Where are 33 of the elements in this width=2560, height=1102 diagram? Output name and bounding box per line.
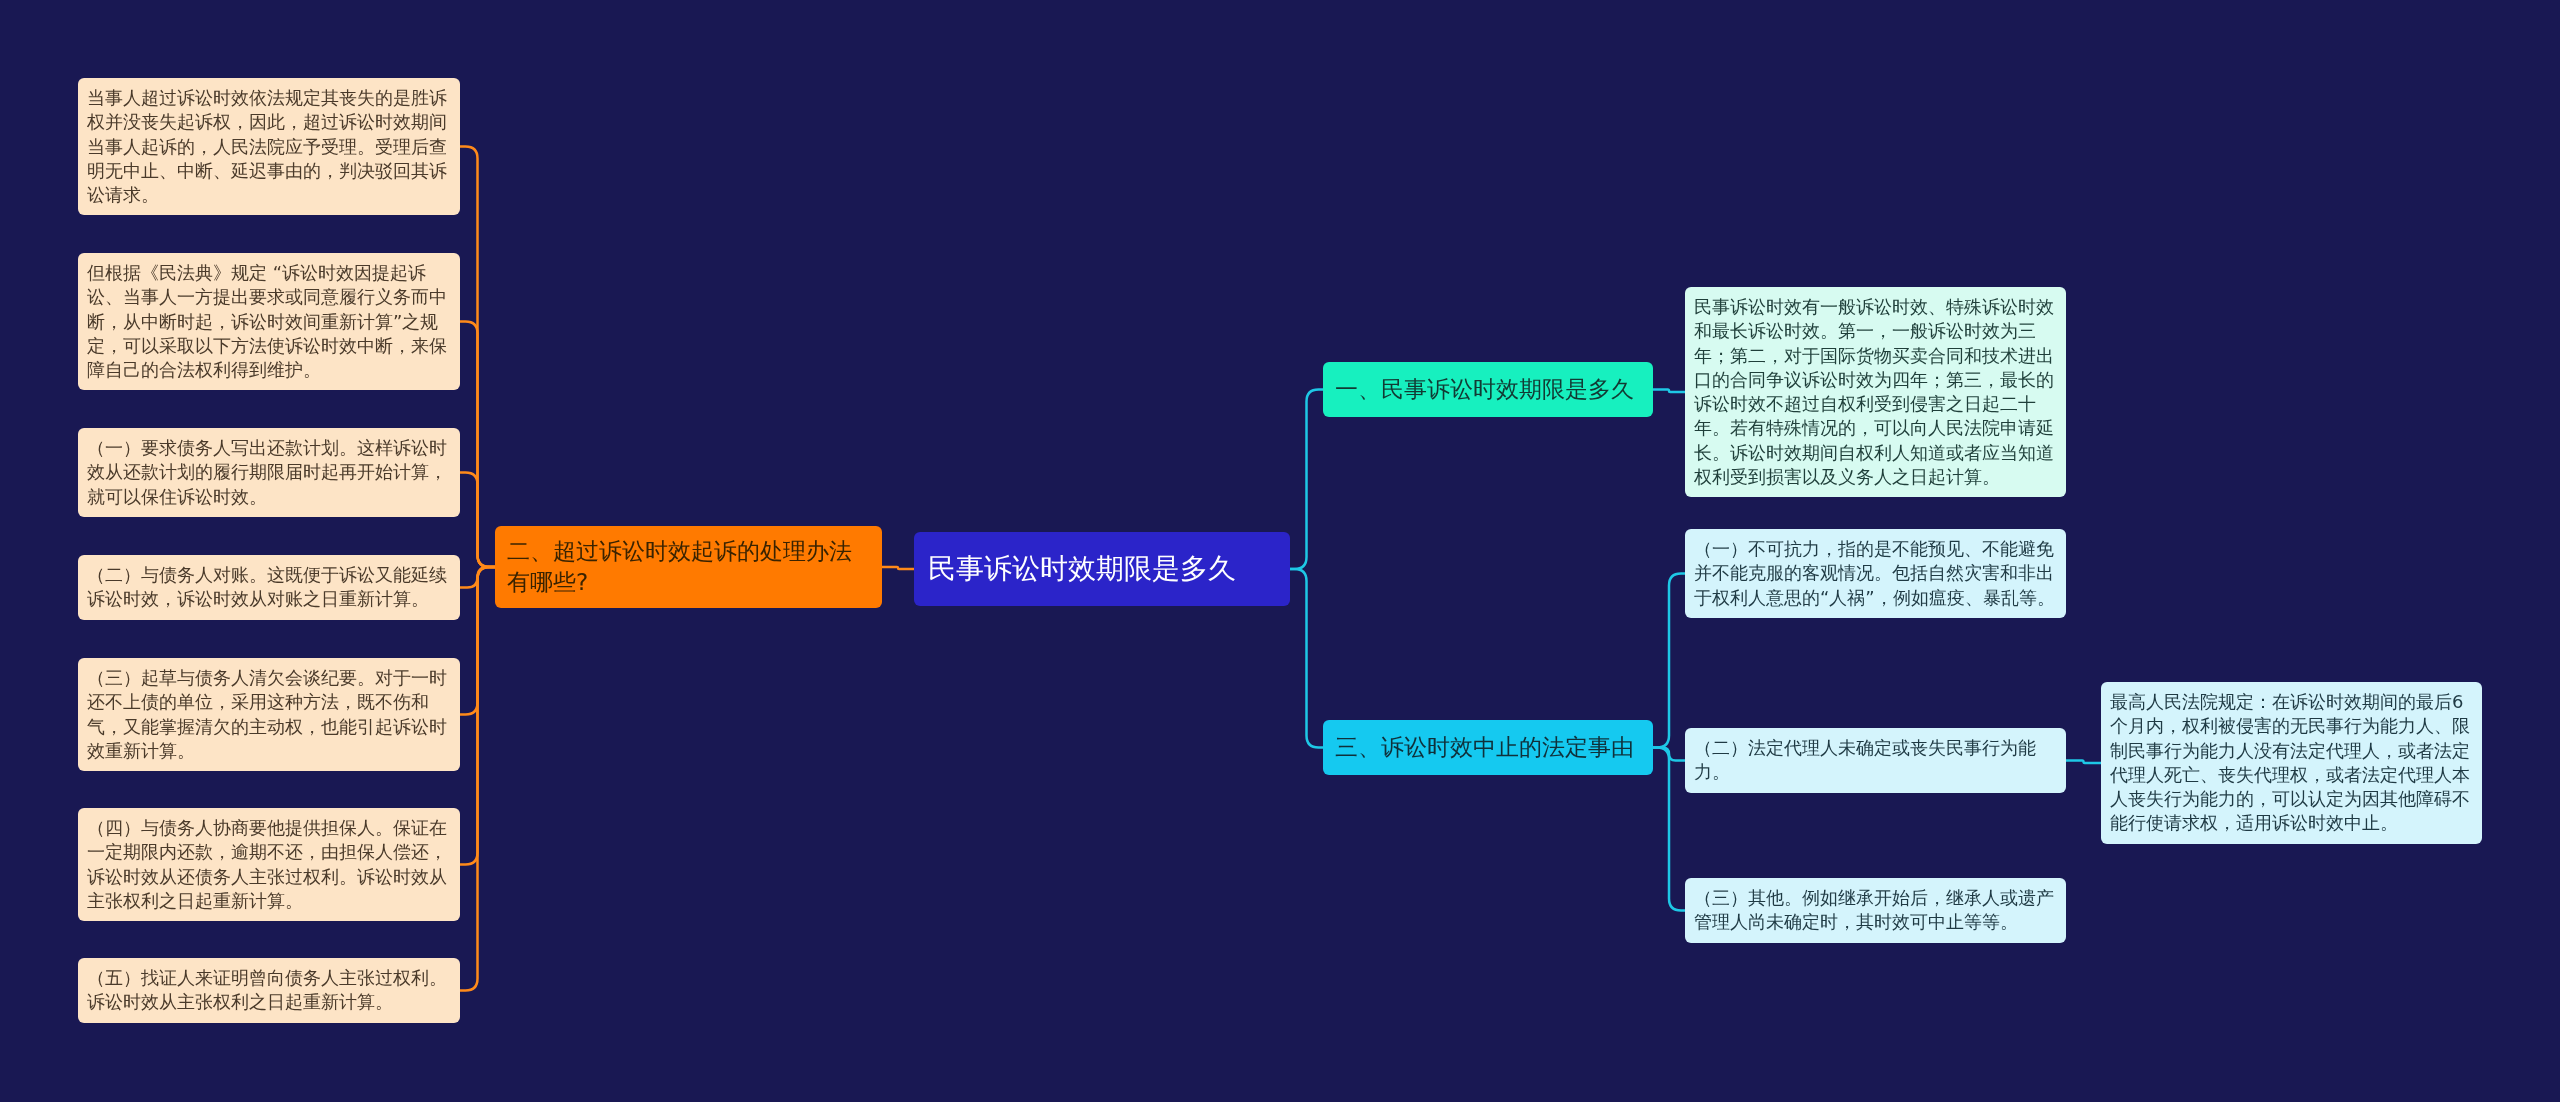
note-card [78, 555, 460, 620]
connector-line [882, 565, 914, 571]
root-topic [914, 532, 1290, 606]
note-text: 但根据《民法典》规定 “诉讼时效因提起诉讼、当事人一方提出要求或同意履行义务而中断，从中断时起，诉讼时效间重新计算”之规定，可以采取以下方法使诉讼时效中断，来保障自己的合法权利得到维护。 [87, 261, 448, 383]
branch-topic [495, 526, 882, 609]
note-text: （三）其他。例如继承开始后，继承人或遗产管理人尚未确定时，其时效可中止等等。 [1694, 886, 2055, 935]
note-card [78, 428, 460, 517]
note-text: （二）与债务人对账。这既便于诉讼又能延续诉讼时效，诉讼时效从对账之日重新计算。 [87, 563, 448, 612]
topic-text: 一、民事诉讼时效期限是多久 [1335, 375, 1635, 404]
note-card [78, 958, 460, 1023]
note-text: 当事人超过诉讼时效依法规定其丧失的是胜诉权并没丧失起诉权，因此，超过诉讼时效期间当事人起诉的，人民法院应予受理。受理后查明无中止、中断、延迟事由的，判决驳回其诉讼请求。 [87, 86, 448, 208]
note-card [78, 78, 460, 216]
note-card [1685, 878, 2066, 943]
topic-text: 二、超过诉讼时效起诉的处理办法有哪些? [507, 537, 853, 598]
branch-topic [1323, 720, 1653, 776]
note-card [78, 253, 460, 391]
note-text: （三）起草与债务人清欠会谈纪要。对于一时还不上债的单位，采用这种方法，既不伤和气，又能掌握清欠的主动权，也能引起诉讼时效重新计算。 [87, 666, 448, 763]
note-card [78, 808, 460, 922]
note-text: 最高人民法院规定：在诉讼时效期间的最后6个月内，权利被侵害的无民事行为能力人、限制民事行为能力人没有法定代理人，或者法定代理人死亡、丧失代理权，或者法定代理人本人丧失行为能力的，可以认定为因其他障碍不能行使请求权，适用诉讼时效中止。 [2110, 690, 2471, 836]
note-text: 民事诉讼时效有一般诉讼时效、特殊诉讼时效和最长诉讼时效。第一，一般诉讼时效为三年；第二，对于国际货物买卖合同和技术进出口的合同争议诉讼时效为四年；第三，最长的诉讼时效不超过自权利受到侵害之日起二十年。若有特殊情况的，可以向人民法院申请延长。诉讼时效期间自权利人知道或者应当知道权利受到损害以及义务人之日起计算。 [1694, 295, 2055, 490]
note-card [1685, 529, 2066, 618]
note-text: （五）找证人来证明曾向债务人主张过权利。诉讼时效从主张权利之日起重新计算。 [87, 966, 448, 1015]
connector-line [1653, 388, 1685, 394]
note-card [78, 658, 460, 772]
topic-text: 三、诉讼时效中止的法定事由 [1335, 733, 1635, 762]
note-text: （一）要求债务人写出还款计划。这样诉讼时效从还款计划的履行期限届时起再开始计算，就可以保住诉讼时效。 [87, 436, 448, 509]
note-text: （二）法定代理人未确定或丧失民事行为能力。 [1694, 736, 2037, 785]
note-card [1685, 728, 2066, 793]
connector-line [2066, 759, 2101, 765]
note-text: （四）与债务人协商要他提供担保人。保证在一定期限内还款，逾期不还，由担保人偿还，诉讼时效从还债务人主张过权利。诉讼时效从主张权利之日起重新计算。 [87, 816, 448, 913]
topic-text: 民事诉讼时效期限是多久 [928, 551, 1237, 587]
branch-topic [1323, 362, 1653, 418]
note-text: （一）不可抗力，指的是不能预见、不能避免并不能克服的客观情况。包括自然灾害和非出于权利人意思的“人祸”，例如瘟疫、暴乱等。 [1694, 537, 2056, 610]
